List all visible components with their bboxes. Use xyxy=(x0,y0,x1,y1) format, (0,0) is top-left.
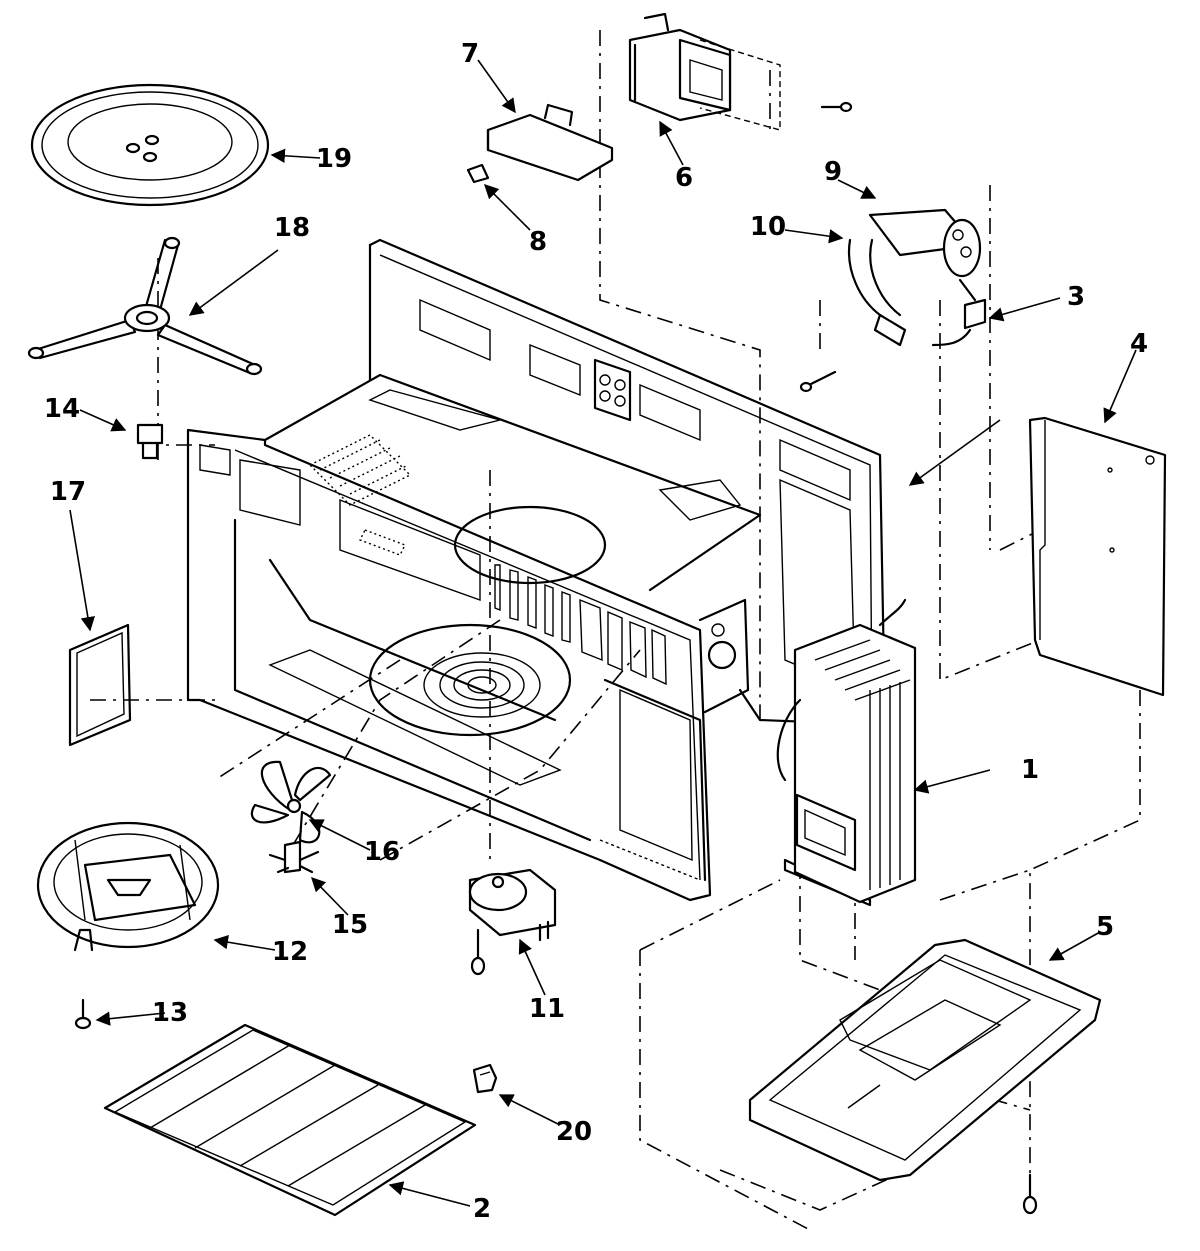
cover-bracket xyxy=(486,103,614,182)
magnetron-screw xyxy=(820,101,853,113)
vent-slots-front xyxy=(494,564,667,686)
callout-12: 12 xyxy=(272,937,308,967)
callout-3: 3 xyxy=(1067,282,1085,312)
callout-11: 11 xyxy=(529,994,565,1024)
retaining-clip xyxy=(466,163,490,184)
callout-labels: 1 2 3 4 5 6 7 8 9 10 11 12 13 14 15 16 1… xyxy=(44,39,1148,1224)
callout-10: 10 xyxy=(750,212,786,242)
callout-15: 15 xyxy=(332,910,368,940)
stirrer-shaft xyxy=(268,840,320,874)
oven-rack xyxy=(103,1023,477,1217)
callout-6: 6 xyxy=(675,163,693,193)
callout-18: 18 xyxy=(274,213,310,243)
capacitor-bracket xyxy=(847,238,907,347)
turntable-coupler xyxy=(136,423,164,460)
callout-9: 9 xyxy=(824,157,842,187)
roller-support xyxy=(27,236,263,376)
callout-1: 1 xyxy=(1021,755,1039,785)
stirrer-blade xyxy=(250,760,332,844)
high-voltage-capacitor xyxy=(868,208,982,278)
callout-2: 2 xyxy=(473,1194,491,1224)
base-plate xyxy=(748,938,1102,1182)
turntable-motor xyxy=(468,868,557,976)
callout-14: 14 xyxy=(44,394,80,424)
callout-13: 13 xyxy=(152,998,188,1028)
high-voltage-diode xyxy=(931,278,987,347)
callout-4: 4 xyxy=(1130,329,1148,359)
callout-20: 20 xyxy=(556,1117,592,1147)
side-panel xyxy=(1028,416,1167,697)
leader-lines xyxy=(69,59,1137,1207)
oven-cavity-chassis xyxy=(186,238,887,902)
door-latch xyxy=(472,1063,498,1094)
callout-8: 8 xyxy=(529,227,547,257)
callout-19: 19 xyxy=(316,144,352,174)
stirrer-housing xyxy=(36,821,220,952)
housing-screw xyxy=(74,998,92,1030)
base-bolt xyxy=(1022,1173,1038,1215)
callout-17: 17 xyxy=(50,477,86,507)
turntable-tray xyxy=(30,83,270,207)
magnetron xyxy=(628,12,781,131)
callout-7: 7 xyxy=(461,39,479,69)
capacitor-screw xyxy=(799,370,837,393)
callout-5: 5 xyxy=(1096,912,1114,942)
waveguide-cover xyxy=(68,623,132,747)
callout-16: 16 xyxy=(364,837,400,867)
high-voltage-transformer xyxy=(776,598,917,907)
